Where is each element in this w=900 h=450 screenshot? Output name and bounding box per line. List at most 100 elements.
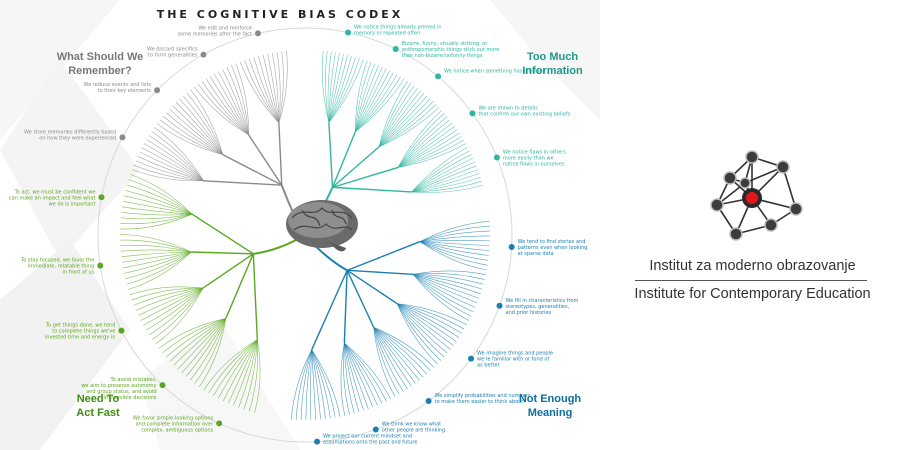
- bias-leaf: [201, 81, 249, 136]
- bias-leaf: [419, 241, 490, 247]
- bias-leaf: [120, 239, 192, 253]
- bias-leaf: [412, 274, 472, 317]
- bias-leaf: [378, 87, 418, 148]
- bias-leaf: [235, 63, 249, 135]
- bias-leaf: [397, 113, 445, 168]
- bias-leaf: [311, 349, 317, 420]
- bias-leaf: [397, 303, 462, 334]
- bias-leaf: [397, 136, 462, 168]
- bias-leaf: [344, 342, 383, 404]
- branch-dot: [435, 73, 442, 80]
- bias-leaf: [218, 339, 258, 399]
- bias-leaf: [248, 58, 280, 124]
- bias-leaf: [149, 287, 204, 336]
- bias-leaf: [419, 241, 490, 251]
- quadrant-what-should-we-remember: What Should We Remember?: [56, 51, 144, 77]
- bias-leaf: [378, 107, 440, 148]
- bias-leaf: [123, 251, 192, 274]
- bias-leaf: [244, 60, 280, 124]
- sub-branch: [343, 270, 348, 344]
- bias-leaf: [154, 127, 204, 181]
- sub-branch: [202, 253, 254, 289]
- bias-leaf: [258, 55, 280, 124]
- bias-leaf: [344, 342, 369, 409]
- sub-branch: [252, 253, 259, 340]
- branch-dot: [97, 262, 104, 269]
- bias-leaf: [129, 286, 204, 296]
- branch-dot: [493, 154, 500, 161]
- bias-leaf: [411, 165, 477, 193]
- bias-leaf: [397, 303, 457, 342]
- bias-leaf: [137, 156, 204, 182]
- bias-leaf: [397, 303, 460, 338]
- bias-leaf: [122, 206, 192, 215]
- divider: [635, 280, 867, 281]
- bias-leaf: [208, 339, 258, 394]
- bias-leaf: [373, 327, 424, 378]
- bias-leaf: [213, 73, 249, 135]
- bias-leaf: [355, 72, 394, 132]
- bias-leaf: [182, 95, 224, 155]
- bias-leaf: [295, 349, 312, 420]
- bias-leaf: [120, 213, 192, 220]
- bias-leaf: [162, 115, 223, 155]
- bias-leaf: [131, 287, 203, 301]
- bias-leaf: [209, 76, 249, 135]
- bias-leaf: [128, 179, 193, 215]
- bias-leaf: [328, 52, 336, 123]
- bias-leaf: [126, 184, 193, 215]
- bias-leaf: [373, 326, 428, 375]
- branch-dot: [425, 398, 432, 405]
- bias-leaf: [157, 123, 223, 155]
- bias-leaf: [181, 318, 227, 374]
- sub-branch: [346, 241, 421, 272]
- bias-leaf: [411, 176, 481, 193]
- bias-leaf: [327, 51, 332, 123]
- bias-leaf: [130, 174, 193, 215]
- sub-branch: [222, 153, 283, 186]
- sub-branch: [328, 122, 334, 188]
- branch-dot: [372, 426, 379, 433]
- bias-leaf: [411, 146, 468, 193]
- bias-leaf: [412, 274, 470, 321]
- bias-leaf: [124, 195, 193, 215]
- bias-leaf: [344, 343, 355, 414]
- bias-leaf: [311, 349, 326, 419]
- bias-leaf: [135, 160, 204, 182]
- bias-leaf: [355, 78, 405, 132]
- bias-leaf: [343, 343, 350, 415]
- branch-dots: [97, 29, 515, 445]
- bias-leaf: [413, 270, 486, 276]
- bias-leaf: [378, 95, 428, 148]
- bias-leaf: [411, 157, 474, 193]
- bias-leaf: [378, 104, 437, 148]
- bias-leaf: [344, 342, 364, 411]
- bias-leaf: [373, 327, 404, 392]
- bias-leaf: [243, 339, 258, 410]
- bias-leaf: [328, 55, 352, 123]
- bias-leaf: [419, 240, 490, 242]
- bias-leaf: [125, 251, 192, 280]
- bias-leaf: [344, 342, 374, 408]
- bias-leaf: [278, 50, 288, 124]
- bias-leaf: [120, 249, 192, 253]
- bias-leaf: [373, 327, 408, 390]
- bias-leaf: [373, 326, 435, 368]
- bias-leaf: [397, 303, 454, 346]
- bias-leaf: [262, 54, 280, 124]
- bias-leaf: [355, 70, 391, 132]
- bias-leaf: [120, 213, 193, 230]
- bias-leaf: [310, 349, 312, 420]
- bias-leaf: [321, 50, 330, 123]
- bias-leaf: [120, 234, 192, 253]
- bias-leaf: [373, 327, 396, 397]
- bias-leaf: [175, 102, 224, 155]
